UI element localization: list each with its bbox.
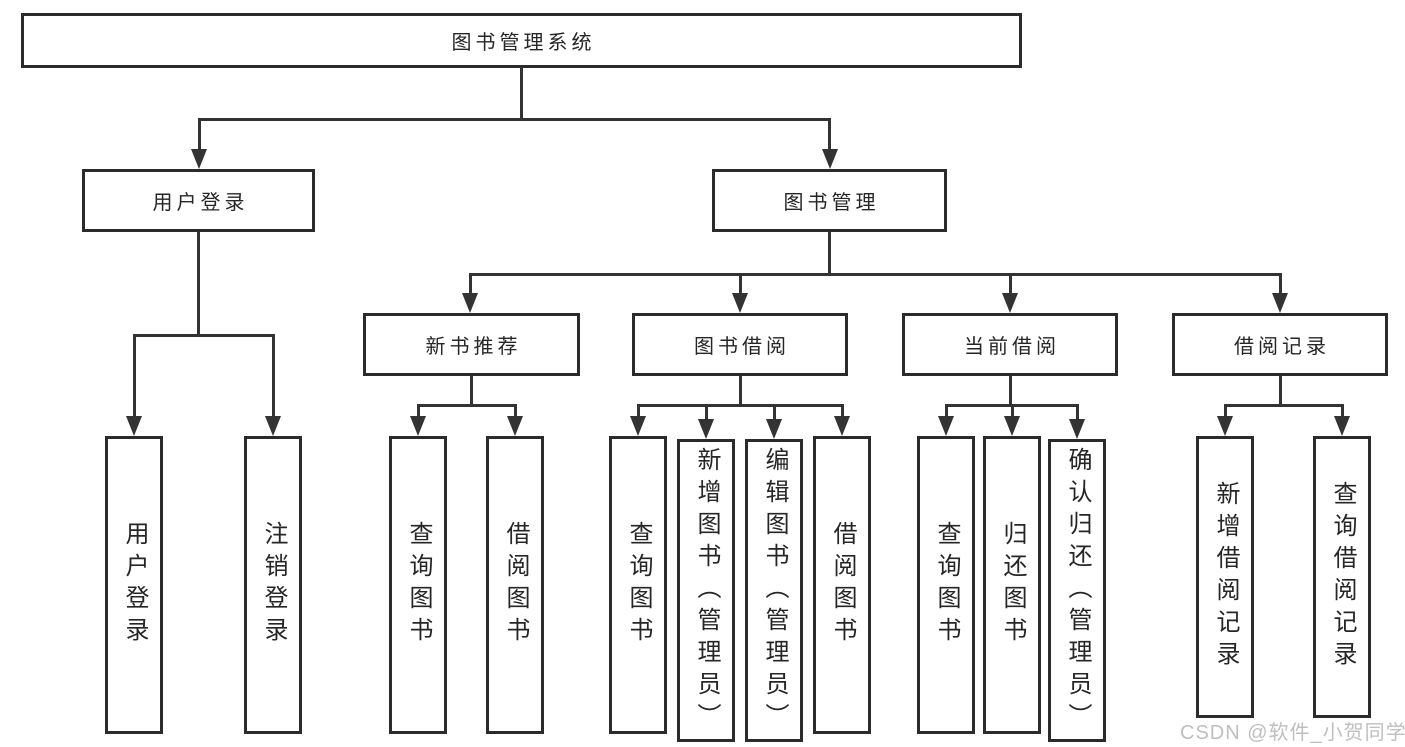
connector-level2-hline [469,273,1282,276]
arrowhead-down [822,149,838,169]
leaf-edit-book-admin-label: 编辑图书（管理员） [761,446,788,735]
connector-drop [739,273,742,296]
connector-drop [945,404,948,419]
leaf-add-book-admin-label: 新增图书（管理员） [693,446,720,735]
node-user-login: 用户登录 [82,169,315,232]
leaf-query-borrow-record: 查询借阅记录 [1313,436,1371,718]
leaf-logout: 注销登录 [244,436,302,734]
connector-stem [739,376,742,406]
leaf-borrow-book-1: 借阅图书 [486,436,544,734]
connector-book-mgmt-drop [828,118,831,152]
leaf-query-book-1-label: 查询图书 [405,521,432,649]
arrowhead-down [126,416,142,436]
connector-level1-hline [198,118,831,121]
connector-drop [1341,404,1344,419]
connector-drop [1011,404,1014,419]
leaf-add-borrow-record: 新增借阅记录 [1196,436,1254,718]
arrowhead-down [834,416,850,436]
arrowhead-down [1069,419,1085,439]
leaf-add-borrow-record-label: 新增借阅记录 [1212,481,1239,673]
connector-user-login-stem [197,232,200,336]
arrowhead-down [265,416,281,436]
leaf-return-book: 归还图书 [983,436,1041,734]
connector-drop [469,273,472,296]
connector-drop [773,404,776,422]
leaf-query-book-3-label: 查询图书 [933,521,960,649]
leaf-query-book-2-label: 查询图书 [625,521,652,649]
connector-stem [470,376,473,406]
connector-drop [1224,404,1227,419]
node-book-borrow-label: 图书借阅 [694,336,790,358]
connector-stem [1009,376,1012,406]
connector-drop [637,404,640,419]
node-current-borrow: 当前借阅 [902,313,1118,376]
connector-user-login-drop [198,118,201,152]
leaf-borrow-book-2-label: 借阅图书 [829,521,856,649]
leaf-query-book-2: 查询图书 [609,436,667,734]
arrowhead-down [1272,293,1288,313]
connector-drop [272,334,275,418]
arrowhead-down [630,416,646,436]
arrowhead-down [1004,416,1020,436]
leaf-borrow-book-1-label: 借阅图书 [502,521,529,649]
leaf-borrow-book-2: 借阅图书 [813,436,871,734]
arrowhead-down [1334,416,1350,436]
arrowhead-down [1217,416,1233,436]
leaf-query-book-1: 查询图书 [389,436,447,734]
node-new-book-recommend-label: 新书推荐 [425,336,522,358]
leaf-user-login-label: 用户登录 [121,521,148,649]
connector-drop [1009,273,1012,296]
arrowhead-down [766,419,782,439]
csdn-watermark: CSDN @软件_小贺同学 [1180,722,1405,744]
arrowhead-down [410,416,426,436]
arrowhead-down [507,416,523,436]
connector-drop [133,334,136,418]
leaf-confirm-return-admin: 确认归还（管理员） [1048,439,1106,742]
leaf-confirm-return-admin-label: 确认归还（管理员） [1064,446,1091,735]
connector-hline [417,404,517,407]
node-user-login-label: 用户登录 [152,192,249,214]
connector-user-login-hline [133,334,275,337]
node-library-management-system-label: 图书管理系统 [451,32,596,54]
leaf-query-borrow-record-label: 查询借阅记录 [1329,481,1356,673]
node-book-management: 图书管理 [712,169,947,232]
node-book-borrow: 图书借阅 [632,313,848,376]
leaf-add-book-admin: 新增图书（管理员） [677,439,735,742]
connector-drop [1076,404,1079,422]
arrowhead-down [938,416,954,436]
arrowhead-down [732,293,748,313]
arrowhead-down [462,293,478,313]
leaf-edit-book-admin: 编辑图书（管理员） [745,439,803,742]
connector-drop [417,404,420,419]
connector-root-stem [520,68,523,120]
node-book-management-label: 图书管理 [783,192,880,214]
connector-book-mgmt-stem [828,232,831,275]
leaf-return-book-label: 归还图书 [999,521,1026,649]
connector-hline [1224,404,1343,407]
node-borrow-record-label: 借阅记录 [1234,336,1330,358]
node-current-borrow-label: 当前借阅 [964,336,1060,358]
connector-stem [1279,376,1282,406]
leaf-query-book-3: 查询图书 [917,436,975,734]
arrowhead-down [698,419,714,439]
node-new-book-recommend: 新书推荐 [363,313,580,376]
connector-drop [514,404,517,419]
node-borrow-record: 借阅记录 [1172,313,1388,376]
leaf-logout-label: 注销登录 [260,521,287,649]
arrowhead-down [191,149,207,169]
node-library-management-system: 图书管理系统 [21,13,1022,68]
arrowhead-down [1002,293,1018,313]
connector-drop [1279,273,1282,296]
connector-drop [705,404,708,422]
leaf-user-login: 用户登录 [105,436,163,734]
connector-hline [637,404,843,407]
connector-drop [841,404,844,419]
